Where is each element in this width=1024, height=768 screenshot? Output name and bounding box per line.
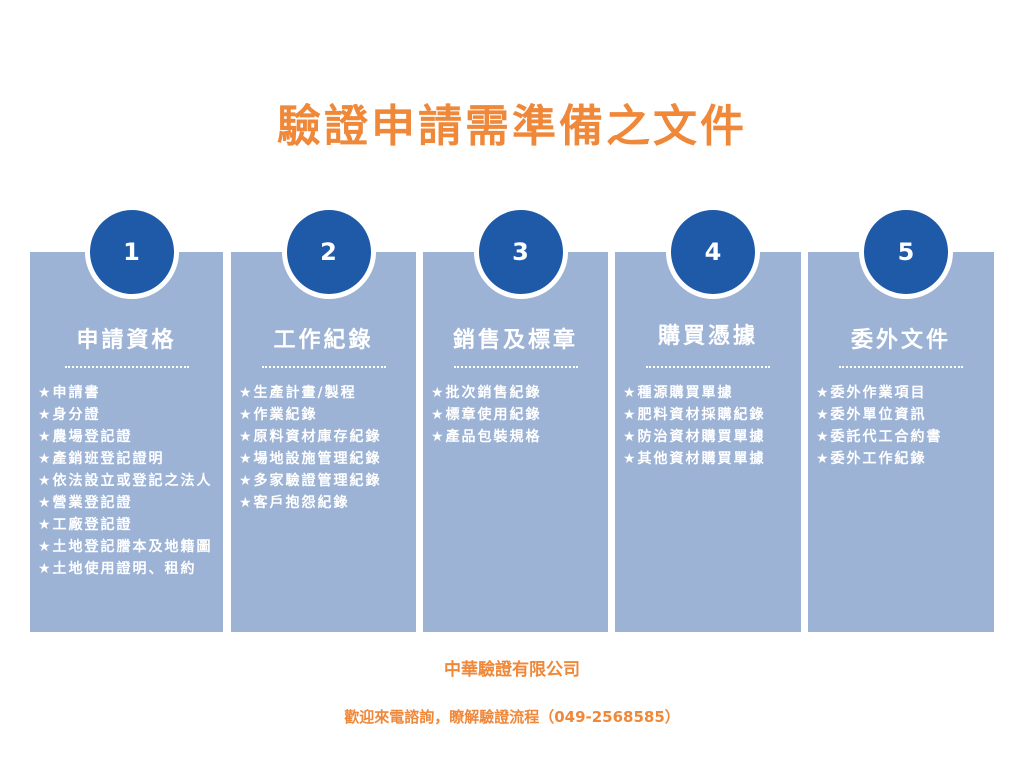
list-item: ★生產計畫/製程: [239, 385, 357, 401]
card-outsourcing-documents: 委外文件 ★委外作業項目 ★委外單位資訊 ★委託代工合約書 ★委外工作紀錄: [808, 252, 994, 632]
list-item: ★肥料資材採購紀錄: [623, 407, 766, 423]
list-item: ★多家驗證管理紀錄: [239, 473, 382, 489]
list-item: ★批次銷售紀錄: [431, 385, 542, 401]
document-list: ★委外作業項目 ★委外單位資訊 ★委託代工合約書 ★委外工作紀錄: [808, 382, 994, 470]
list-item: ★委外工作紀錄: [816, 451, 927, 467]
list-item: ★委託代工合約書: [816, 429, 943, 445]
card-sales-and-labels: 銷售及標章 ★批次銷售紀錄 ★標章使用紀錄 ★產品包裝規格: [423, 252, 608, 632]
card-work-records: 工作紀錄 ★生產計畫/製程 ★作業紀錄 ★原料資材庫存紀錄 ★場地設施管理紀錄 ★多家驗證…: [231, 252, 416, 632]
list-item: ★營業登記證: [38, 495, 133, 511]
list-item: ★種源購買單據: [623, 385, 734, 401]
dotted-divider: [646, 366, 770, 368]
list-item: ★委外作業項目: [816, 385, 927, 401]
card-heading: 購買憑據: [657, 324, 758, 349]
dotted-divider: [64, 366, 189, 368]
step-number-badge: 3: [473, 205, 568, 299]
card-heading: 申請資格: [76, 328, 177, 353]
list-item: ★標章使用紀錄: [431, 407, 542, 423]
dotted-divider: [839, 366, 963, 368]
card-application-eligibility: 申請資格 ★申請書 ★身分證 ★農場登記證 ★產銷班登記證明 ★依法設立或登記之法人 ★營業…: [30, 252, 223, 632]
dotted-divider: [453, 366, 578, 368]
list-item: ★其他資材購買單據: [623, 451, 766, 467]
list-item: ★防治資材購買單據: [623, 429, 766, 445]
list-item: ★委外單位資訊: [816, 407, 927, 423]
list-item: ★依法設立或登記之法人: [38, 473, 213, 489]
list-item: ★申請書: [38, 385, 101, 401]
step-number-badge: 2: [281, 205, 376, 299]
document-list: ★申請書 ★身分證 ★農場登記證 ★產銷班登記證明 ★依法設立或登記之法人 ★營業登記證 ★…: [30, 382, 223, 580]
step-number-badge: 4: [666, 205, 760, 299]
list-item: ★產銷班登記證明: [38, 451, 165, 467]
list-item: ★土地使用證明、租約: [38, 561, 197, 577]
dotted-divider: [261, 366, 386, 368]
list-item: ★客戶抱怨紀錄: [239, 495, 350, 511]
card-purchase-receipts: 購買憑據 ★種源購買單據 ★肥料資材採購紀錄 ★防治資材購買單據 ★其他資材購買單據: [615, 252, 801, 632]
card-heading: 銷售及標章: [452, 328, 578, 353]
document-list: ★生產計畫/製程 ★作業紀錄 ★原料資材庫存紀錄 ★場地設施管理紀錄 ★多家驗證管理紀錄…: [231, 382, 416, 514]
step-number-badge: 1: [84, 205, 179, 299]
document-list: ★批次銷售紀錄 ★標章使用紀錄 ★產品包裝規格: [423, 382, 608, 448]
list-item: ★土地登記謄本及地籍圖: [38, 539, 213, 555]
document-list: ★種源購買單據 ★肥料資材採購紀錄 ★防治資材購買單據 ★其他資材購買單據: [615, 382, 801, 470]
list-item: ★產品包裝規格: [431, 429, 542, 445]
card-heading: 委外文件: [850, 328, 951, 353]
list-item: ★原料資材庫存紀錄: [239, 429, 382, 445]
step-number-badge: 5: [859, 205, 953, 299]
card-heading: 工作紀錄: [273, 328, 374, 353]
list-item: ★場地設施管理紀錄: [239, 451, 382, 467]
list-item: ★作業紀錄: [239, 407, 318, 423]
company-name: 中華驗證有限公司: [444, 660, 580, 680]
contact-line: 歡迎來電諮詢，瞭解驗證流程（049-2568585）: [344, 708, 680, 726]
page-title: 驗證申請需準備之文件: [277, 101, 747, 152]
list-item: ★身分證: [38, 407, 101, 423]
list-item: ★農場登記證: [38, 429, 133, 445]
list-item: ★工廠登記證: [38, 517, 133, 533]
